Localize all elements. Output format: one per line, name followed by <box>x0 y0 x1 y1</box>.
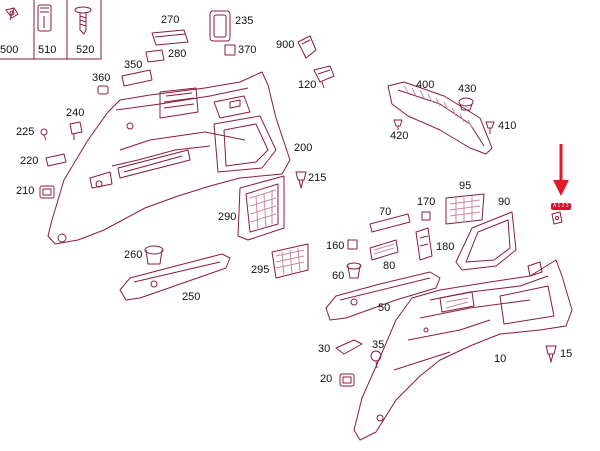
callout-15: 15 <box>560 348 573 360</box>
callout-200: 200 <box>294 142 313 154</box>
callout-350: 350 <box>124 59 143 71</box>
part-95 <box>445 193 485 225</box>
part-260 <box>144 245 164 265</box>
part-30 <box>335 339 363 355</box>
part-235 <box>209 10 231 42</box>
part-60 <box>346 262 362 279</box>
callout-270: 270 <box>161 14 180 26</box>
retainer-icon <box>37 4 52 32</box>
part-80 <box>369 239 399 261</box>
highlighted-part <box>551 211 563 225</box>
part-220 <box>45 153 67 167</box>
callout-235: 235 <box>235 15 254 27</box>
part-295 <box>271 243 309 279</box>
part-410 <box>485 121 495 134</box>
part-120 <box>313 65 335 89</box>
header-number-520: 520 <box>76 44 95 56</box>
callout-295: 295 <box>251 264 270 276</box>
callout-80: 80 <box>383 260 396 272</box>
right-side-panel <box>353 259 573 441</box>
part-270 <box>151 29 189 46</box>
header-number-500: 500 <box>0 44 19 56</box>
part-210 <box>39 185 55 199</box>
callout-220: 220 <box>20 155 39 167</box>
callout-20: 20 <box>320 373 333 385</box>
clip-icon <box>5 7 19 21</box>
callout-50: 50 <box>378 302 391 314</box>
part-250 <box>119 253 231 301</box>
part-70 <box>369 213 411 233</box>
callout-410: 410 <box>498 120 517 132</box>
red-arrow-icon <box>553 144 569 196</box>
callout-60: 60 <box>332 270 345 282</box>
callout-240: 240 <box>66 107 85 119</box>
part-280 <box>145 49 165 63</box>
callout-35: 35 <box>372 339 385 351</box>
callout-170: 170 <box>417 196 436 208</box>
callout-400: 400 <box>416 79 435 91</box>
highlight-badge: A 1 2 3 <box>551 203 571 210</box>
part-15 <box>545 345 557 363</box>
part-225 <box>40 128 48 141</box>
callout-360: 360 <box>92 72 111 84</box>
callout-95: 95 <box>459 180 472 192</box>
part-35 <box>370 350 382 369</box>
part-50 <box>325 271 441 321</box>
callout-370: 370 <box>238 44 257 56</box>
callout-250: 250 <box>182 291 201 303</box>
header-parts-table <box>0 0 102 60</box>
part-360 <box>97 85 109 95</box>
screw-icon <box>74 6 92 35</box>
callout-260: 260 <box>124 249 143 261</box>
callout-420: 420 <box>390 130 409 142</box>
header-number-510: 510 <box>38 44 57 56</box>
part-900 <box>297 35 317 59</box>
part-90 <box>455 211 517 271</box>
callout-215: 215 <box>308 172 327 184</box>
callout-30: 30 <box>318 343 331 355</box>
callout-120: 120 <box>298 79 317 91</box>
part-350 <box>121 69 153 87</box>
part-430 <box>458 97 474 111</box>
part-400 <box>387 81 493 155</box>
callout-430: 430 <box>458 83 477 95</box>
callout-70: 70 <box>379 206 392 218</box>
part-160 <box>347 239 358 250</box>
left-side-panel <box>47 71 291 245</box>
callout-210: 210 <box>16 185 35 197</box>
callout-10: 10 <box>494 353 507 365</box>
callout-280: 280 <box>168 48 187 60</box>
part-370 <box>224 44 236 56</box>
callout-160: 160 <box>326 240 345 252</box>
part-240 <box>69 121 83 140</box>
part-20 <box>339 373 355 387</box>
part-290 <box>237 175 285 241</box>
part-180 <box>415 227 433 261</box>
callout-225: 225 <box>16 126 35 138</box>
callout-900: 900 <box>276 39 295 51</box>
callout-290: 290 <box>218 211 237 223</box>
part-215 <box>295 171 307 189</box>
callout-180: 180 <box>436 241 455 253</box>
part-420 <box>393 119 403 130</box>
callout-90: 90 <box>498 196 511 208</box>
part-170 <box>421 211 431 221</box>
